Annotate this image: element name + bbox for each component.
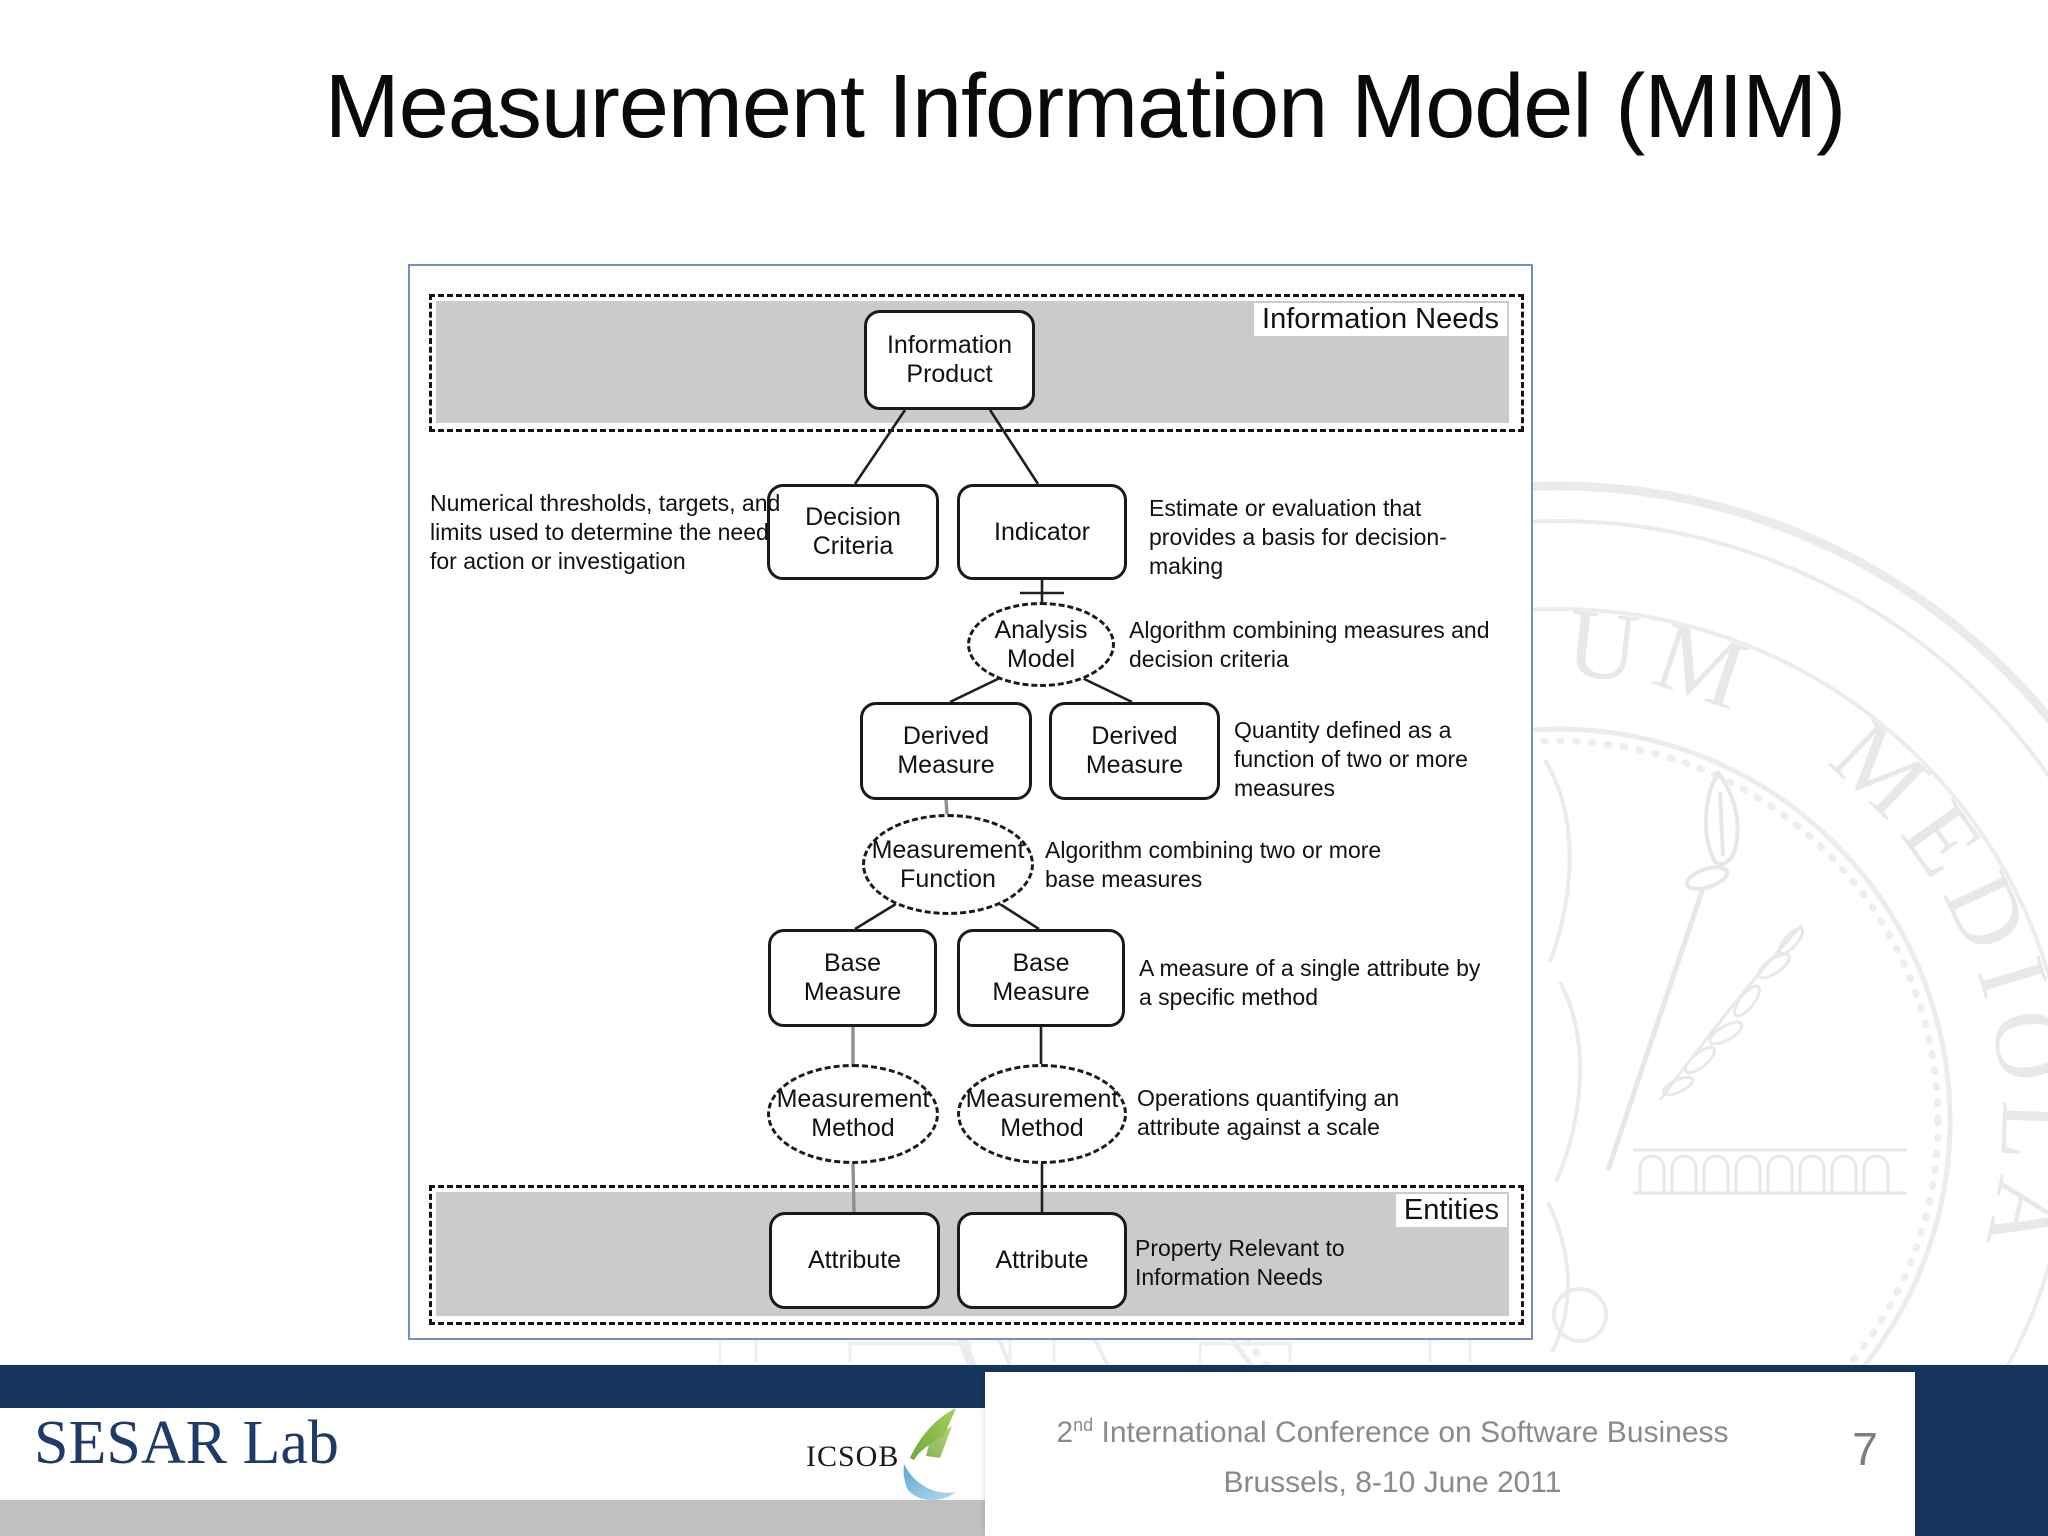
entities-label: Entities <box>1395 1194 1507 1227</box>
note-base-measure: A measure of a single attribute by a spe… <box>1139 955 1481 1011</box>
node-indicator: Indicator <box>957 484 1127 580</box>
note-measurement-function: Algorithm combining two or more base mea… <box>1045 837 1382 893</box>
note-analysis-model: Algorithm combining measures and decisio… <box>1129 617 1490 673</box>
footer-right-navy-block <box>1915 1365 2048 1536</box>
node-derived-measure-1: Derived Measure <box>860 702 1032 800</box>
icsob-logo-text: ICSOB <box>806 1440 900 1473</box>
note-measurement-method: Operations quantifying an attribute agai… <box>1137 1085 1400 1141</box>
node-measurement-method-2: Measurement Method <box>957 1064 1127 1164</box>
mim-diagram-frame: Information Needs Entities <box>408 264 1533 1340</box>
footer-conference-box: 2nd International Conference on Software… <box>985 1372 1915 1536</box>
node-information-product: Information Product <box>864 310 1035 410</box>
sesar-lab-logo: SESAR Lab <box>34 1409 339 1477</box>
conference-ordinal: nd <box>1073 1415 1094 1435</box>
node-decision-criteria: Decision Criteria <box>767 484 939 580</box>
seal-figure-icon <box>1543 758 1608 1353</box>
note-decision-criteria: Numerical thresholds, targets, and limit… <box>430 490 781 575</box>
node-measurement-method-1: Measurement Method <box>767 1064 939 1164</box>
page-title: Measurement Information Model (MIM) <box>324 57 1847 157</box>
conference-line1: 2nd International Conference on Software… <box>1056 1415 1729 1449</box>
node-derived-measure-2: Derived Measure <box>1049 702 1220 800</box>
conference-title: 2nd International Conference on Software… <box>985 1400 1800 1508</box>
seal-spear-icon <box>1605 769 1740 1171</box>
icsob-logo-icon <box>903 1408 956 1500</box>
note-derived-measure: Quantity defined as a function of two or… <box>1234 717 1468 802</box>
node-base-measure-2: Base Measure <box>957 929 1125 1027</box>
note-attribute: Property Relevant to Information Needs <box>1135 1235 1345 1291</box>
node-attribute-2: Attribute <box>957 1212 1127 1309</box>
diagram-connector-lines <box>851 409 1133 1213</box>
node-analysis-model: Analysis Model <box>967 602 1115 687</box>
node-attribute-1: Attribute <box>769 1212 940 1309</box>
page-number: 7 <box>1852 1423 1878 1475</box>
node-measurement-function: Measurement Function <box>862 814 1034 915</box>
node-base-measure-1: Base Measure <box>768 929 937 1027</box>
seal-laurel-icon <box>1658 923 1805 1101</box>
footer-gray-strip <box>0 1500 985 1536</box>
conference-line2: Brussels, 8-10 June 2011 <box>1223 1466 1562 1499</box>
information-needs-label: Information Needs <box>1254 303 1507 336</box>
seal-arcade-icon <box>1633 1148 1907 1195</box>
note-indicator: Estimate or evaluation that provides a b… <box>1149 495 1447 580</box>
